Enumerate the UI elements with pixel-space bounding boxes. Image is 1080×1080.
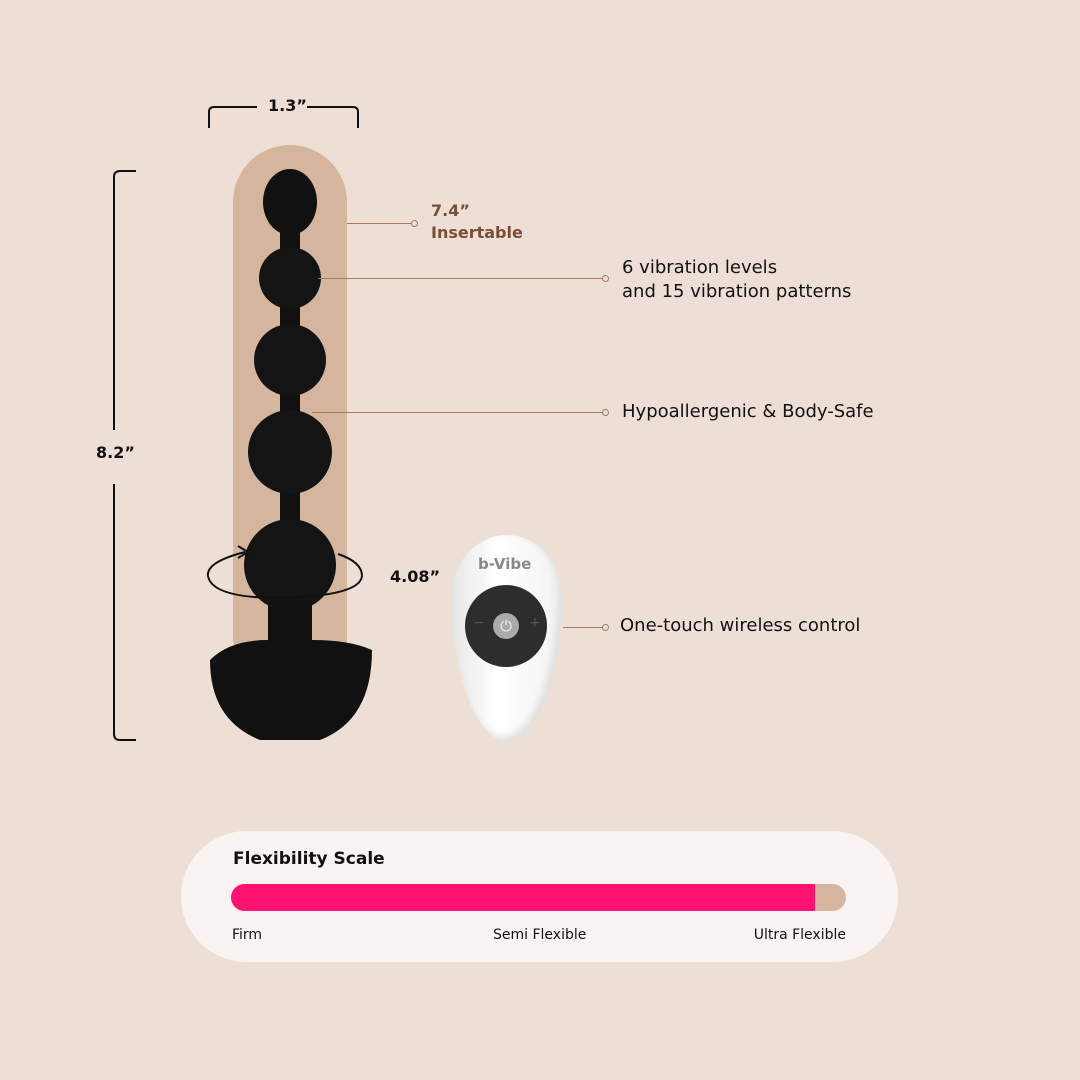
plus-icon[interactable]: + (529, 615, 541, 631)
body-safe-leader-line (312, 409, 609, 416)
insertable-leader-line (347, 220, 418, 227)
feature-body-safe: Hypoallergenic & Body-Safe (622, 401, 874, 422)
scale-label-firm: Firm (232, 927, 263, 943)
length-dimension: 8.2” (96, 443, 135, 462)
power-icon[interactable]: ⏻ (493, 613, 519, 639)
scale-label-ultra: Ultra Flexible (753, 927, 846, 943)
vibration-leader-line (318, 275, 609, 282)
feature-vibration-line2: and 15 vibration patterns (622, 281, 852, 302)
flexibility-title: Flexibility Scale (233, 849, 385, 869)
length-bracket (113, 170, 136, 741)
feature-remote: One-touch wireless control (620, 615, 861, 636)
remote-brand-logo: b-Vibe (478, 555, 532, 573)
remote-leader-line (563, 624, 609, 631)
scale-label-semi: Semi Flexible (493, 927, 587, 943)
width-dimension: 1.3” (268, 96, 307, 115)
feature-vibration: 6 vibration levels and 15 vibration patt… (622, 256, 851, 304)
remote-control: b-Vibe − + ⏻ (452, 535, 562, 741)
insertable-label: Insertable (431, 223, 523, 242)
minus-icon[interactable]: − (473, 615, 485, 631)
remote-button-pad[interactable]: − + ⏻ (465, 585, 547, 667)
feature-vibration-line1: 6 vibration levels (622, 257, 778, 278)
width-bracket (208, 106, 359, 128)
flexibility-track (231, 884, 846, 911)
circumference-dimension: 4.08” (390, 567, 440, 586)
insertable-callout: 7.4” Insertable (431, 200, 523, 244)
circumference-arrow-icon (206, 545, 364, 600)
flexibility-fill (231, 884, 816, 911)
anal-beads-product-image (210, 169, 372, 740)
insertable-value: 7.4” (431, 201, 470, 220)
